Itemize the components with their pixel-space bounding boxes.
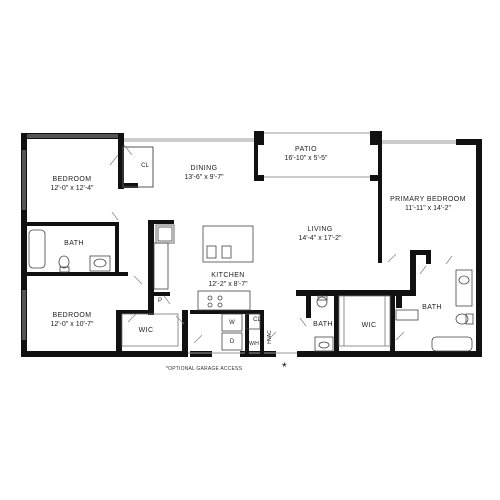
wic-shelves bbox=[121, 295, 391, 347]
laundry-closet-label: CL bbox=[253, 317, 261, 323]
room-label-bath-2: BATH bbox=[313, 321, 333, 330]
room-dimensions: 12'-0" x 12'-4" bbox=[50, 184, 94, 192]
garage-access-marker: * bbox=[282, 360, 287, 374]
exterior-walls bbox=[21, 131, 482, 357]
room-name: PRIMARY BEDROOM bbox=[390, 196, 466, 203]
door-swings bbox=[109, 144, 453, 344]
dryer-label: D bbox=[229, 339, 235, 345]
bath3-fixtures bbox=[395, 269, 474, 352]
room-label-kitchen: KITCHEN 12'-2" x 8'-7" bbox=[208, 272, 247, 290]
room-label-bedroom-2: BEDROOM 12'-0" x 10'-7" bbox=[50, 312, 93, 330]
room-label-bath-1: BATH bbox=[64, 240, 84, 249]
room-name: BEDROOM bbox=[52, 176, 92, 183]
room-label-wic-2: WIC bbox=[362, 322, 377, 331]
room-dimensions: 11'-11" x 14'-2" bbox=[405, 204, 451, 212]
room-name: PATIO bbox=[295, 146, 317, 153]
laundry-fixtures bbox=[221, 313, 261, 351]
closet-label: CL bbox=[141, 163, 149, 169]
room-label-bedroom-1: BEDROOM 12'-0" x 12'-4" bbox=[50, 176, 93, 194]
room-name: BEDROOM bbox=[52, 312, 92, 319]
room-dimensions: 12'-0" x 10'-7" bbox=[50, 320, 94, 328]
room-name: KITCHEN bbox=[211, 272, 245, 279]
room-name: BATH bbox=[422, 304, 442, 311]
pantry-label: P bbox=[157, 298, 163, 304]
room-dimensions: 12'-2" x 8'-7" bbox=[208, 280, 248, 288]
room-label-dining: DINING 13'-6" x 9'-7" bbox=[184, 165, 223, 183]
room-label-living: LIVING 14'-4" x 17'-2" bbox=[298, 226, 341, 244]
bath2-fixtures bbox=[314, 295, 334, 352]
washer-label: W bbox=[229, 320, 235, 326]
interior-walls bbox=[27, 181, 431, 356]
bath1-fixtures bbox=[28, 229, 111, 273]
room-label-wic-1: WIC bbox=[139, 327, 154, 336]
kitchen-fixtures bbox=[153, 224, 254, 311]
room-dimensions: 16'-10" x 5'-5" bbox=[284, 154, 328, 162]
room-name: DINING bbox=[190, 165, 218, 172]
room-name: WIC bbox=[361, 322, 377, 329]
hvac-label: HVAC bbox=[267, 330, 273, 344]
window-lines bbox=[22, 132, 456, 354]
room-name: LIVING bbox=[307, 226, 333, 233]
room-name: WIC bbox=[138, 327, 154, 334]
water-heater-label: W/H bbox=[249, 341, 259, 347]
room-label-primary-bedroom: PRIMARY BEDROOM 11'-11" x 14'-2" bbox=[390, 196, 466, 214]
room-dimensions: 14'-4" x 17'-2" bbox=[298, 234, 342, 242]
room-name: BATH bbox=[313, 321, 333, 328]
room-label-bath-3: BATH bbox=[422, 304, 442, 313]
optional-garage-access-note: *OPTIONAL GARAGE ACCESS bbox=[166, 366, 243, 372]
room-name: BATH bbox=[64, 240, 84, 247]
room-label-patio: PATIO 16'-10" x 5'-5" bbox=[284, 146, 327, 164]
room-dimensions: 13'-6" x 9'-7" bbox=[184, 173, 224, 181]
closet-outline bbox=[122, 146, 154, 188]
